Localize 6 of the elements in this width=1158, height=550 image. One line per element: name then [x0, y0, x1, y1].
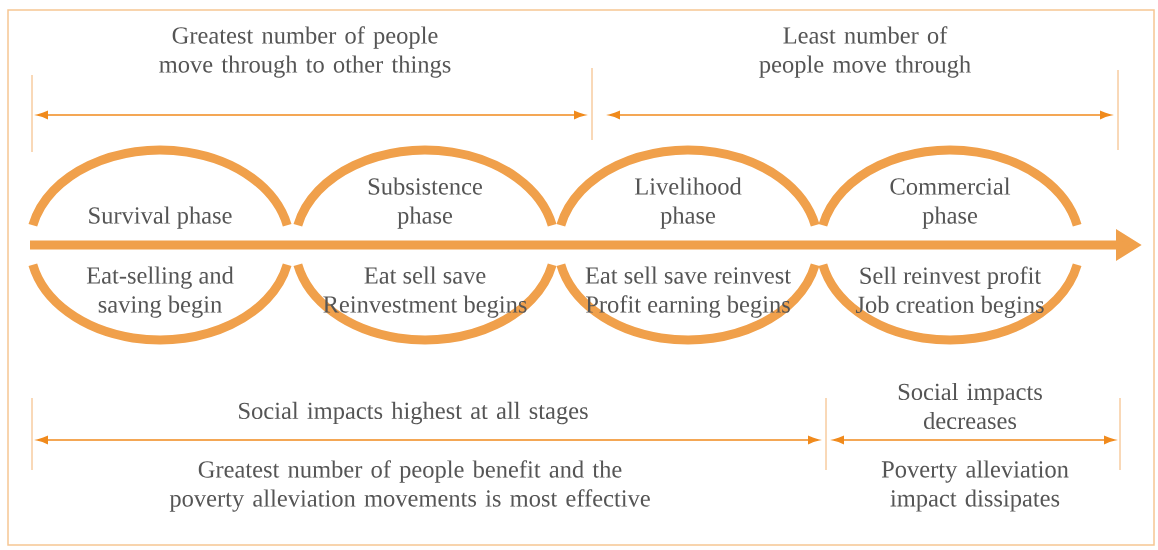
- annotation-text: Social impacts highest at all stages: [239, 401, 588, 425]
- annotation-text: Least number of people move through: [759, 26, 971, 78]
- annotation-text: Greatest number of people benefit and the poverty alleviation movements is most effective: [169, 460, 650, 512]
- annotation-text: Social impacts decreases: [898, 382, 1042, 430]
- annotation-text: Poverty alleviation impact dissipates: [881, 460, 1069, 512]
- annotation-text: Greatest number of people move through to other things: [159, 26, 451, 78]
